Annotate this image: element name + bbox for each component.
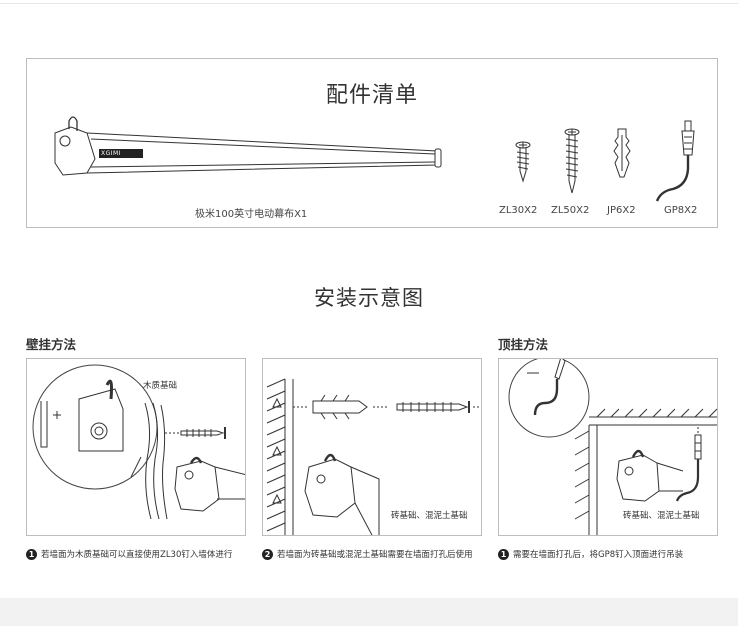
screen-tube-icon	[54, 116, 442, 176]
wall-mount-heading: 壁挂方法	[26, 337, 77, 352]
screw-long-icon	[564, 128, 580, 194]
wood-wall-diagram	[32, 364, 245, 520]
note-text: 需要在墙面打孔后，将GP8钉入顶面进行吊装	[513, 550, 684, 560]
note-wood: 1 若墙面为木质基础可以直接使用ZL30钉入墙体进行	[26, 548, 232, 560]
install-title: 安装示意图	[314, 286, 424, 310]
part-label-gp8: GP8X2	[664, 205, 698, 216]
note-number-badge: 2	[262, 548, 273, 560]
footer-band	[0, 598, 738, 626]
panel-brick-wall: 砖基础、混泥土基础	[262, 358, 482, 536]
note-brick: 2 若墙面为砖基础或混泥土基础需要在墙面打孔后使用	[262, 548, 473, 560]
screen-label: 极米100英寸电动幕布X1	[195, 209, 308, 220]
note-number-badge: 1	[26, 548, 37, 560]
ceiling-mount-heading: 顶挂方法	[498, 337, 549, 352]
note-ceiling: 1 需要在墙面打孔后，将GP8钉入顶面进行吊装	[498, 548, 683, 560]
note-text: 若墙面为木质基础可以直接使用ZL30钉入墙体进行	[41, 550, 233, 560]
brick-base-label-wall: 砖基础、混泥土基础	[391, 511, 468, 521]
ceiling-diagram	[508, 359, 717, 535]
note-text: 若墙面为砖基础或混泥土基础需要在墙面打孔后使用	[277, 550, 473, 560]
note-number-badge: 1	[498, 548, 509, 560]
top-divider	[0, 0, 738, 4]
parts-title: 配件清单	[325, 83, 418, 108]
parts-illustration	[54, 116, 695, 202]
screw-short-icon	[515, 141, 531, 183]
brick-wall-diagram	[266, 378, 481, 535]
wood-base-label: 木质基础	[143, 381, 178, 391]
wall-plug-icon	[613, 128, 631, 178]
brick-base-label-ceiling: 砖基础、混泥土基础	[623, 511, 700, 521]
panel-wood-wall: 木质基础	[26, 358, 246, 536]
hook-bolt-icon	[655, 120, 695, 202]
brand-logo: XGIMI	[101, 150, 121, 157]
panel-ceiling: 砖基础、混泥土基础	[498, 358, 718, 536]
part-label-jp6: JP6X2	[607, 205, 636, 216]
part-label-zl30: ZL30X2	[499, 205, 538, 216]
part-label-zl50: ZL50X2	[551, 205, 590, 216]
parts-list-box: 配件清单	[26, 58, 718, 228]
